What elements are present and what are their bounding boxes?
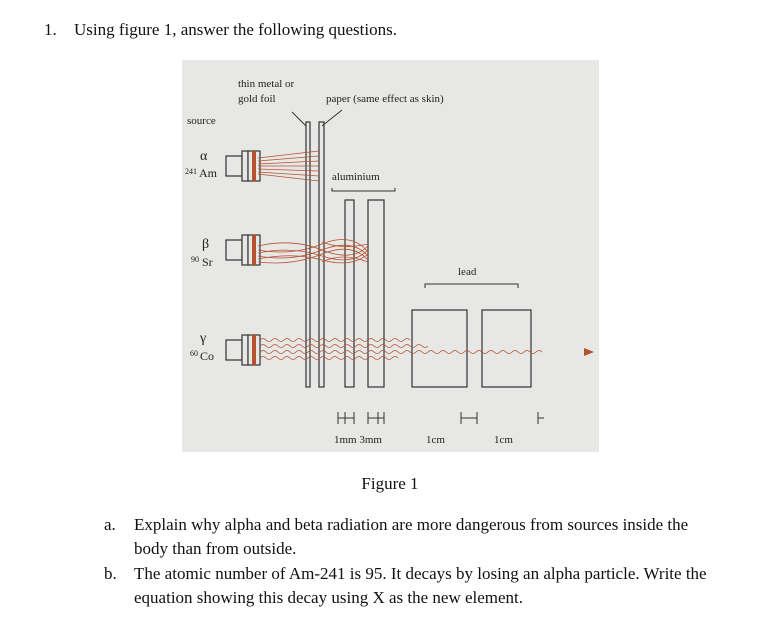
label-foil-line2: gold foil [238,93,276,105]
question-text: Using figure 1, answer the following que… [74,20,397,39]
gamma-iso-element: Co [200,349,214,363]
radiation-penetration-figure: thin metal or gold foil paper (same effe… [182,60,599,452]
beta-source-holder [225,234,261,266]
lead-block-1 [411,309,468,388]
gold-foil [305,121,311,388]
label-aluminium: aluminium [332,171,380,183]
thickness-markers [337,412,544,424]
alpha-source-holder [225,150,261,182]
label-lead: lead [458,266,477,278]
subquestion-b-label: b. [104,564,117,583]
subquestion-a: a. Explain why alpha and beta radiation … [104,513,774,561]
dim-1mm-3mm: 1mm 3mm [334,434,382,446]
gamma-source-holder [225,334,261,366]
aluminium-sheet-thin [344,199,355,388]
lead-block-2 [481,309,532,388]
alpha-iso-mass: 241 [185,167,197,176]
beta-iso-mass: 90 [191,255,199,264]
gamma-rays [259,338,543,360]
paper-pointer [321,109,343,127]
label-source: source [187,115,216,127]
alpha-symbol: α [200,149,208,164]
aluminium-sheet-thick [367,199,385,388]
gamma-symbol: γ [199,331,206,346]
paper-sheet [318,121,325,388]
subquestion-a-line1: Explain why alpha and beta radiation are… [134,515,689,534]
gamma-iso-mass: 60 [190,349,198,358]
dim-1cm-a: 1cm [426,434,445,446]
subquestion-a-label: a. [104,515,116,534]
beta-iso-element: Sr [202,255,213,269]
alpha-iso-element: Am [199,166,218,180]
aluminium-bracket [331,188,396,192]
lead-bracket [424,283,519,288]
beta-symbol: β [202,237,209,252]
subquestion-a-line2: body than from outside. [134,539,297,558]
question-number: 1. [44,20,57,39]
subquestion-b-line2: equation showing this decay using X as t… [134,588,524,607]
gamma-arrowhead [584,348,594,356]
subquestion-b-line1: The atomic number of Am-241 is 95. It de… [134,564,707,583]
label-paper: paper (same effect as skin) [326,93,444,105]
foil-pointer [291,111,307,127]
dim-1cm-b: 1cm [494,434,513,446]
figure-caption: Figure 1 [361,474,419,493]
alpha-rays [257,150,320,182]
beta-rays [257,239,369,264]
subquestion-b: b. The atomic number of Am-241 is 95. It… [104,562,774,610]
label-foil-line1: thin metal or [238,78,295,90]
